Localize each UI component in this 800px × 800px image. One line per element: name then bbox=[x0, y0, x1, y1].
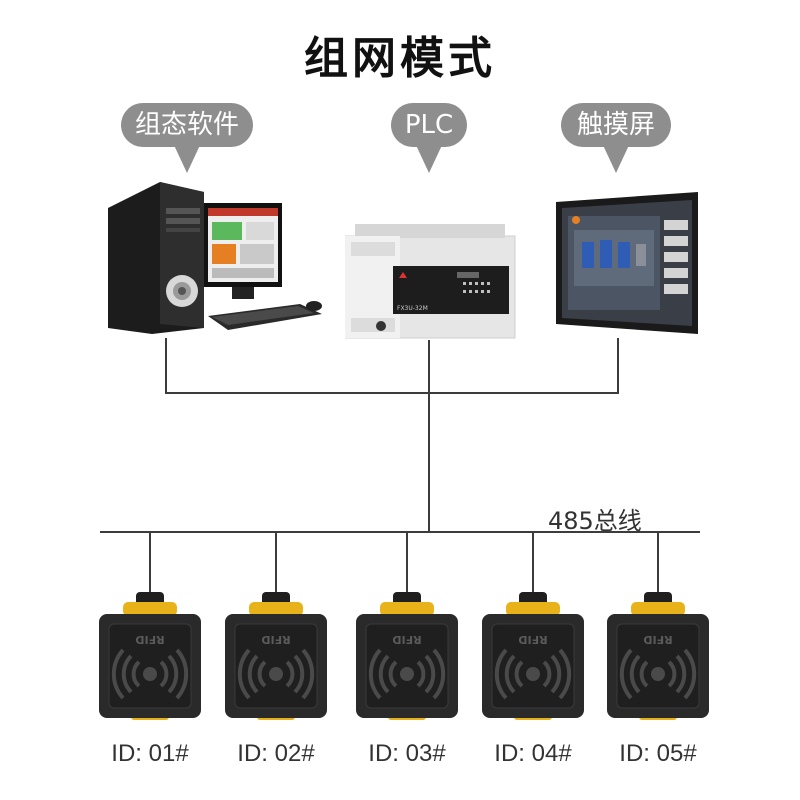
desktop-computer-icon bbox=[108, 182, 322, 334]
rs485-bus-line bbox=[100, 531, 700, 533]
drop-line-touchscreen bbox=[617, 338, 619, 393]
rfid-reader-icon: RFID bbox=[607, 592, 709, 720]
touchscreen-hmi-icon bbox=[556, 192, 698, 334]
callout-label: 触摸屏 bbox=[561, 103, 671, 147]
upper-connector-line bbox=[165, 392, 619, 394]
drop-line-computer bbox=[165, 338, 167, 393]
rfid-reader-icon: RFID bbox=[225, 592, 327, 720]
callout-pointer bbox=[602, 143, 630, 173]
callout-label: 组态软件 bbox=[121, 103, 253, 147]
page-title: 组网模式 bbox=[304, 33, 496, 84]
rfid-badge-text: RFID bbox=[643, 633, 672, 646]
rfid-reader-icon: RFID bbox=[99, 592, 201, 720]
callout-pointer bbox=[173, 143, 201, 173]
reader-id-label: ID: 05# bbox=[619, 740, 697, 767]
reader-drop-line bbox=[657, 532, 659, 594]
reader-id-label: ID: 04# bbox=[494, 740, 572, 767]
rfid-badge-text: RFID bbox=[135, 633, 164, 646]
rfid-reader-icon: RFID bbox=[482, 592, 584, 720]
reader-id-label: ID: 02# bbox=[237, 740, 315, 767]
reader-id-label: ID: 01# bbox=[111, 740, 189, 767]
reader-drop-line bbox=[149, 532, 151, 594]
bus-label: 485总线 bbox=[548, 507, 642, 535]
rfid-badge-text: RFID bbox=[392, 633, 421, 646]
rfid-badge-text: RFID bbox=[518, 633, 547, 646]
callout-pointer bbox=[415, 143, 443, 173]
reader-id-label: ID: 03# bbox=[368, 740, 446, 767]
reader-drop-line bbox=[406, 532, 408, 594]
plc-model-text: FX3U-32M bbox=[397, 305, 428, 312]
reader-drop-line bbox=[275, 532, 277, 594]
rfid-reader-icon: RFID bbox=[356, 592, 458, 720]
callout-label: PLC bbox=[391, 103, 467, 147]
drop-line-plc bbox=[428, 340, 430, 532]
rfid-badge-text: RFID bbox=[261, 633, 290, 646]
plc-controller-icon: FX3U-32M bbox=[345, 224, 516, 339]
reader-drop-line bbox=[532, 532, 534, 594]
